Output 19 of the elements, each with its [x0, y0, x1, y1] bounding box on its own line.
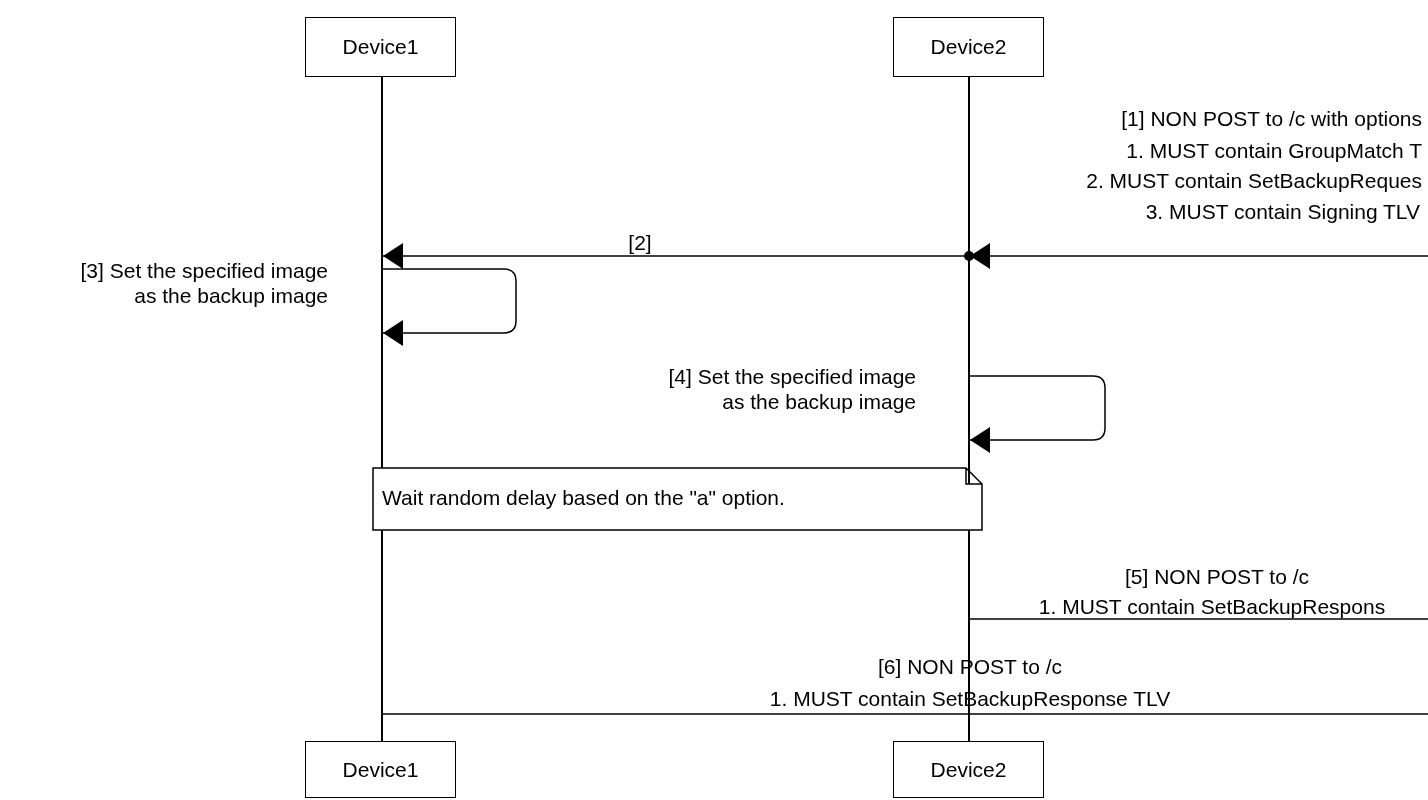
message-label: [4] Set the specified image as the backup image: [667, 364, 916, 415]
lifeline: [381, 77, 383, 741]
message-label: 1. MUST contain SetBackupRespons: [1037, 594, 1387, 620]
message-label: 1. MUST contain GroupMatch T: [1126, 138, 1422, 164]
note-text: Wait random delay based on the "a" option.: [382, 485, 785, 511]
message-label: [2]: [627, 230, 653, 256]
message-label: [1] NON POST to /c with options: [1121, 106, 1422, 132]
participant-box: Device2: [893, 741, 1044, 798]
message-label: 2. MUST contain SetBackupReques: [1086, 168, 1422, 194]
message-label: [5] NON POST to /c: [1124, 564, 1310, 590]
participant-box: Device2: [893, 17, 1044, 77]
message-label: 3. MUST contain Signing TLV: [1145, 199, 1420, 225]
message-arrow: [969, 375, 1106, 453]
message-label: [3] Set the specified image as the backup image: [79, 258, 328, 309]
note-box: [372, 467, 983, 531]
lifeline: [968, 77, 970, 741]
message-arrow: [382, 268, 517, 346]
participant-box: Device1: [305, 17, 456, 77]
participant-box: Device1: [305, 741, 456, 798]
